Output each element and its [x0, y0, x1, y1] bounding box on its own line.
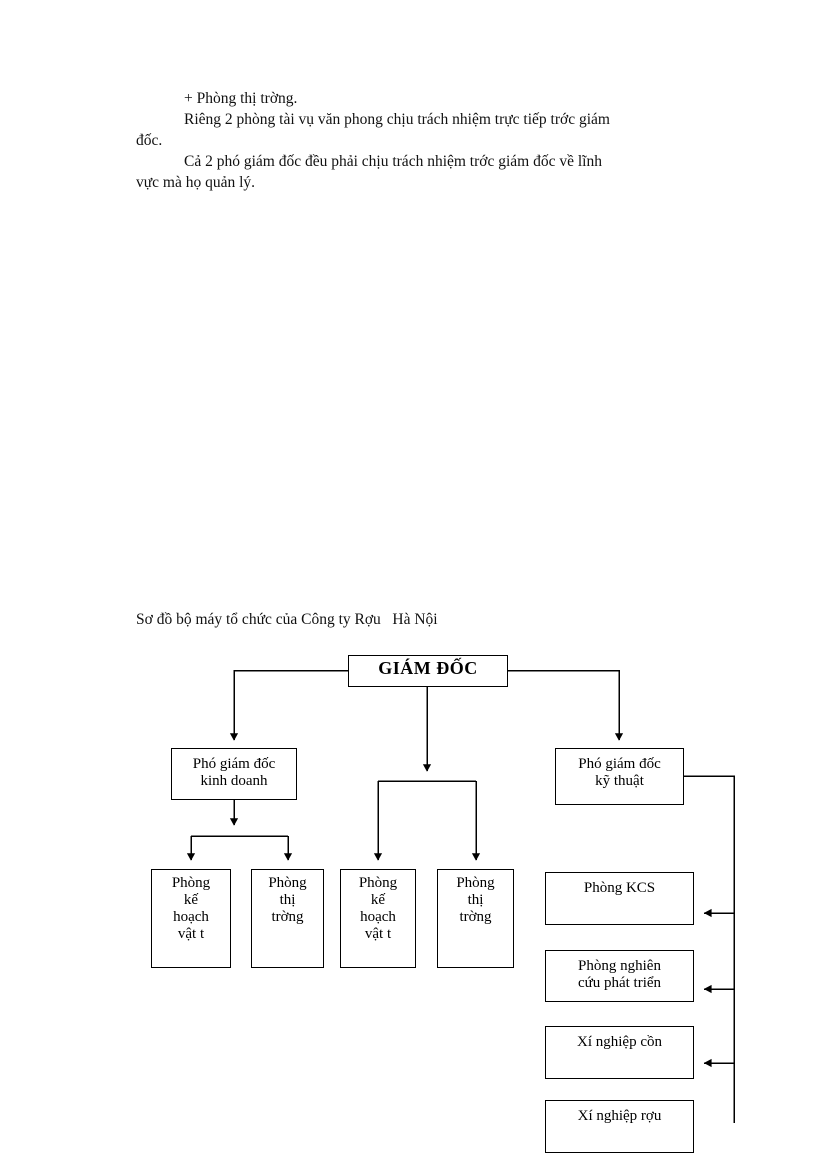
- paragraph-line-4: Cả 2 phó giám đốc đều phải chịu trách nh…: [184, 153, 602, 170]
- paragraph-line-2: Riêng 2 phòng tài vụ văn phong chịu trác…: [184, 111, 610, 128]
- edge-pgd-kinhdoanh-to-children: [186, 800, 293, 861]
- org-chart-caption: Sơ đồ bộ máy tổ chức của Công ty Rợu Hà …: [136, 611, 438, 628]
- paragraph-line-3: đốc.: [136, 132, 163, 149]
- org-node-kcs: Phòng KCS: [545, 872, 694, 925]
- body-text-block: + Phòng thị trờng. Riêng 2 phòng tài vụ …: [136, 88, 744, 193]
- paragraph-line-5: vực mà họ quản lý.: [136, 174, 256, 191]
- edge-giamdoc-to-pgd-kythuat: [508, 669, 624, 741]
- edge-giamdoc-to-pgd-kinhdoanh: [229, 669, 348, 741]
- paragraph-line-1: + Phòng thị trờng.: [184, 90, 298, 107]
- edge-middle-bus-split: [373, 780, 481, 861]
- org-node-tt_2: Phòng thị trờng: [437, 869, 514, 968]
- org-node-nckt: Phòng nghiên cứu phát triển: [545, 950, 694, 1002]
- org-node-kh_vt_2: Phòng kế hoạch vật t: [340, 869, 416, 968]
- org-node-tt_1: Phòng thị trờng: [251, 869, 324, 968]
- org-node-pgd_kd: Phó giám đốc kinh doanh: [171, 748, 297, 800]
- org-node-xn_rou: Xí nghiệp rợu: [545, 1100, 694, 1153]
- org-node-kh_vt_1: Phòng kế hoạch vật t: [151, 869, 231, 968]
- org-node-giamdoc: GIÁM ĐỐC: [348, 655, 508, 687]
- org-node-xn_con: Xí nghiệp cồn: [545, 1026, 694, 1079]
- org-node-pgd_kt: Phó giám đốc kỹ thuật: [555, 748, 684, 805]
